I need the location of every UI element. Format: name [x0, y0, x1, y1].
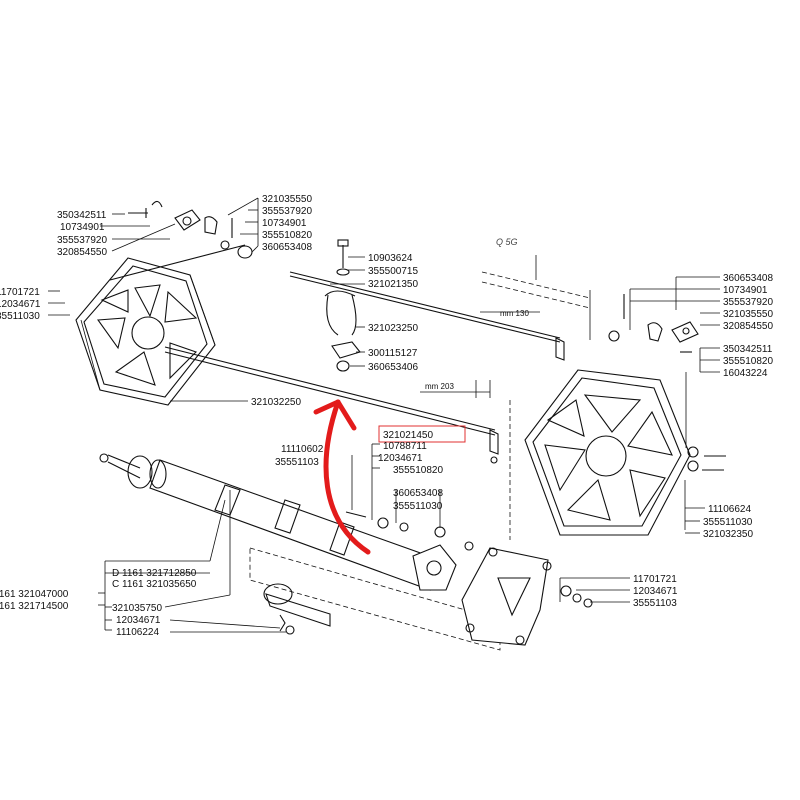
part-label-355510820-top[interactable]: 355510820 — [262, 230, 312, 241]
part-label-10734901[interactable]: 10734901 — [60, 222, 105, 233]
part-label-321032250[interactable]: 321032250 — [251, 397, 301, 408]
right-reel-spider — [509, 369, 691, 540]
part-label-321035750[interactable]: 321035750 — [112, 603, 162, 614]
part-label-350342511-right[interactable]: 350342511 — [723, 344, 773, 355]
part-label-360653408-right[interactable]: 360653408 — [723, 273, 773, 284]
part-label-321021350[interactable]: 321021350 — [368, 279, 418, 290]
part-label-11701721-bottom[interactable]: 11701721 — [633, 574, 677, 585]
main-shaft-tube — [99, 453, 501, 651]
part-label-355537920-top[interactable]: 355537920 — [262, 206, 312, 217]
part-label-355537920[interactable]: 355537920 — [57, 235, 107, 246]
part-label-360653406[interactable]: 360653406 — [368, 362, 418, 373]
q5g-label: Q 5G — [496, 237, 518, 247]
part-label-321035550-right[interactable]: 321035550 — [723, 309, 773, 320]
stub-shaft — [263, 583, 331, 635]
reel-bats — [109, 244, 565, 464]
part-label-360653408-top[interactable]: 360653408 — [262, 242, 312, 253]
part-label-11110602[interactable]: 11110602 — [281, 444, 324, 455]
part-label-355500715[interactable]: 355500715 — [368, 266, 418, 277]
part-label-12034671-left[interactable]: 12034671 — [0, 299, 41, 310]
mm130-dimension: mm 130 — [500, 309, 529, 318]
part-label-35551103-bottom[interactable]: 35551103 — [633, 598, 677, 609]
star-flange — [461, 547, 552, 646]
part-label-360653408-mid[interactable]: 360653408 — [393, 488, 443, 499]
part-label-11106224[interactable]: 11106224 — [116, 627, 159, 638]
part-label-12034671-mid[interactable]: 12034671 — [378, 453, 423, 464]
hardware-parts — [128, 200, 726, 608]
part-label-355537920-right[interactable]: 355537920 — [723, 297, 773, 308]
part-label-11701721[interactable]: 11701721 — [0, 287, 40, 298]
part-label-35511030[interactable]: 35511030 — [0, 311, 40, 322]
part-number-labels: 350342511 10734901 355537920 320854550 1… — [0, 194, 773, 638]
part-label-12034671-bottom[interactable]: 12034671 — [116, 615, 161, 626]
part-label-321035550[interactable]: 321035550 — [262, 194, 312, 205]
part-label-321032350[interactable]: 321032350 — [703, 529, 753, 540]
part-label-35551103-mid[interactable]: 35551103 — [275, 457, 319, 468]
part-label-321021450[interactable]: 321021450 — [383, 430, 433, 441]
highlight-box — [378, 425, 466, 443]
part-label-10788711[interactable]: 10788711 — [383, 441, 427, 452]
part-label-11106624[interactable]: 11106624 — [708, 504, 751, 515]
part-label-321023250[interactable]: 321023250 — [368, 323, 418, 334]
part-label-350342511[interactable]: 350342511 — [57, 210, 107, 221]
part-label-10903624[interactable]: 10903624 — [368, 253, 413, 264]
part-label-d-321712850[interactable]: D 1161 321712850 — [112, 568, 197, 579]
part-label-355510820-right[interactable]: 355510820 — [723, 356, 773, 367]
part-label-321047000[interactable]: 1161 321047000 — [0, 589, 69, 600]
part-label-355511030-mid[interactable]: 355511030 — [393, 501, 443, 512]
part-label-355510820-mid[interactable]: 355510820 — [393, 465, 443, 476]
part-label-c-321035650[interactable]: C 1161 321035650 — [112, 579, 197, 590]
part-label-10734901-top[interactable]: 10734901 — [262, 218, 307, 229]
leader-lines — [48, 197, 720, 633]
red-annotation-arrow — [313, 399, 371, 555]
mm203-dimension: mm 203 — [425, 382, 454, 391]
part-label-300115127[interactable]: 300115127 — [368, 348, 418, 359]
part-label-320854550-right[interactable]: 320854550 — [723, 321, 773, 332]
left-reel-spider — [75, 257, 216, 406]
q5g-reference-rod: Q 5G mm 130 mm 203 — [420, 237, 591, 398]
part-label-10734901-right[interactable]: 10734901 — [723, 285, 768, 296]
part-label-321714500[interactable]: 1161 321714500 — [0, 601, 69, 612]
part-label-320854550[interactable]: 320854550 — [57, 247, 107, 258]
part-label-12034671-bottom-right[interactable]: 12034671 — [633, 586, 678, 597]
part-label-16043224[interactable]: 16043224 — [723, 368, 768, 379]
part-label-355511030-right[interactable]: 355511030 — [703, 517, 753, 528]
